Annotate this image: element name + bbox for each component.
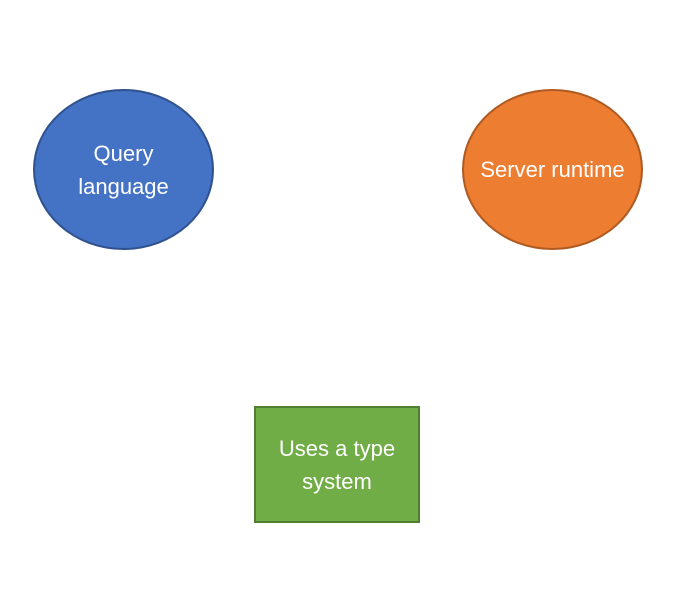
server-runtime-label: Server runtime (480, 157, 625, 182)
query-language-node: Query language (33, 89, 214, 250)
type-system-node: Uses a type system (254, 406, 420, 523)
query-language-label: Query language (78, 140, 169, 199)
server-runtime-node: Server runtime (462, 89, 643, 250)
type-system-label: Uses a type system (278, 435, 396, 494)
